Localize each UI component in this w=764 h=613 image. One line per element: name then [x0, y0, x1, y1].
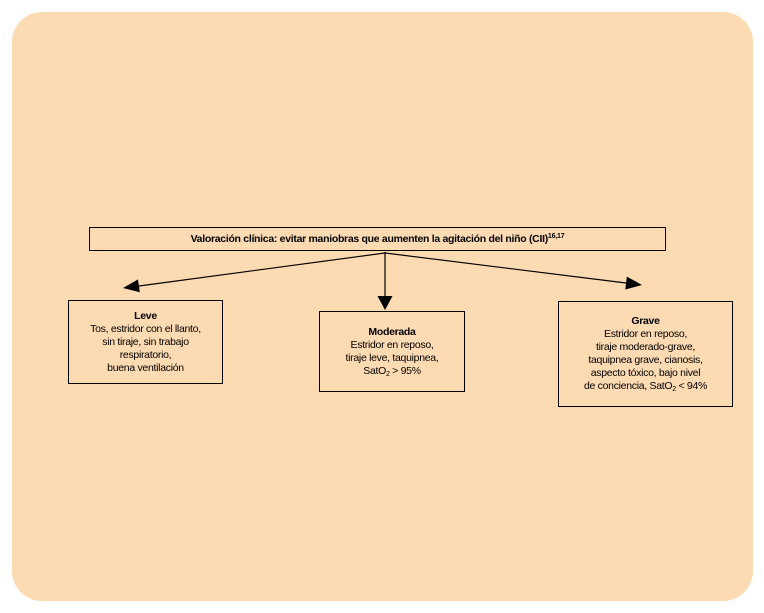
root-box-reference: 16,17 [547, 232, 565, 240]
arrow-to-moderada [377, 252, 393, 310]
sat-prefix: SatO [363, 364, 386, 377]
severity-box-line: respiratorio, [119, 348, 172, 361]
sat-suffix: < 94% [675, 380, 708, 392]
severity-box-sat-line: SatO2 > 95% [363, 365, 421, 378]
root-box-line: Valoración clínica: evitar maniobras que… [191, 233, 565, 246]
severity-box-line: tiraje leve, taquipnea, [345, 351, 439, 364]
severity-box-grave: Grave Estridor en reposo, tiraje moderad… [558, 301, 733, 407]
severity-box-line: aspecto tóxico, bajo nivel [590, 367, 701, 379]
severity-box-moderada: Moderada Estridor en reposo, tiraje leve… [319, 311, 465, 392]
sat-subscript: 2 [672, 386, 676, 393]
root-box-text: Valoración clínica: evitar maniobras que… [190, 232, 549, 245]
severity-box-line: tiraje moderado-grave, [595, 341, 696, 353]
arrow-to-leve [123, 252, 386, 293]
figure-panel: Valoración clínica: evitar maniobras que… [12, 12, 753, 601]
severity-box-leve: Leve Tos, estridor con el llanto, sin ti… [68, 300, 223, 384]
severity-box-title: Grave [631, 315, 660, 327]
severity-box-line: Tos, estridor con el llanto, [90, 322, 201, 335]
sat-suffix: > 95% [389, 364, 421, 377]
sat-subscript: 2 [385, 370, 390, 378]
arrow-to-grave [384, 252, 642, 290]
severity-box-line: taquipnea grave, cianosis, [588, 354, 703, 366]
root-box: Valoración clínica: evitar maniobras que… [89, 227, 666, 251]
severity-box-line: buena ventilación [107, 361, 184, 374]
sat-prefix: de conciencia, SatO [583, 380, 673, 392]
severity-box-sat-line: de conciencia, SatO2 < 94% [584, 380, 707, 393]
severity-box-title: Leve [134, 309, 157, 322]
severity-box-line: Estridor en reposo, [603, 328, 687, 340]
severity-box-line: Estridor en reposo, [350, 338, 434, 351]
severity-box-line: sin tiraje, sin trabajo [102, 335, 189, 348]
severity-box-title: Moderada [368, 325, 416, 338]
